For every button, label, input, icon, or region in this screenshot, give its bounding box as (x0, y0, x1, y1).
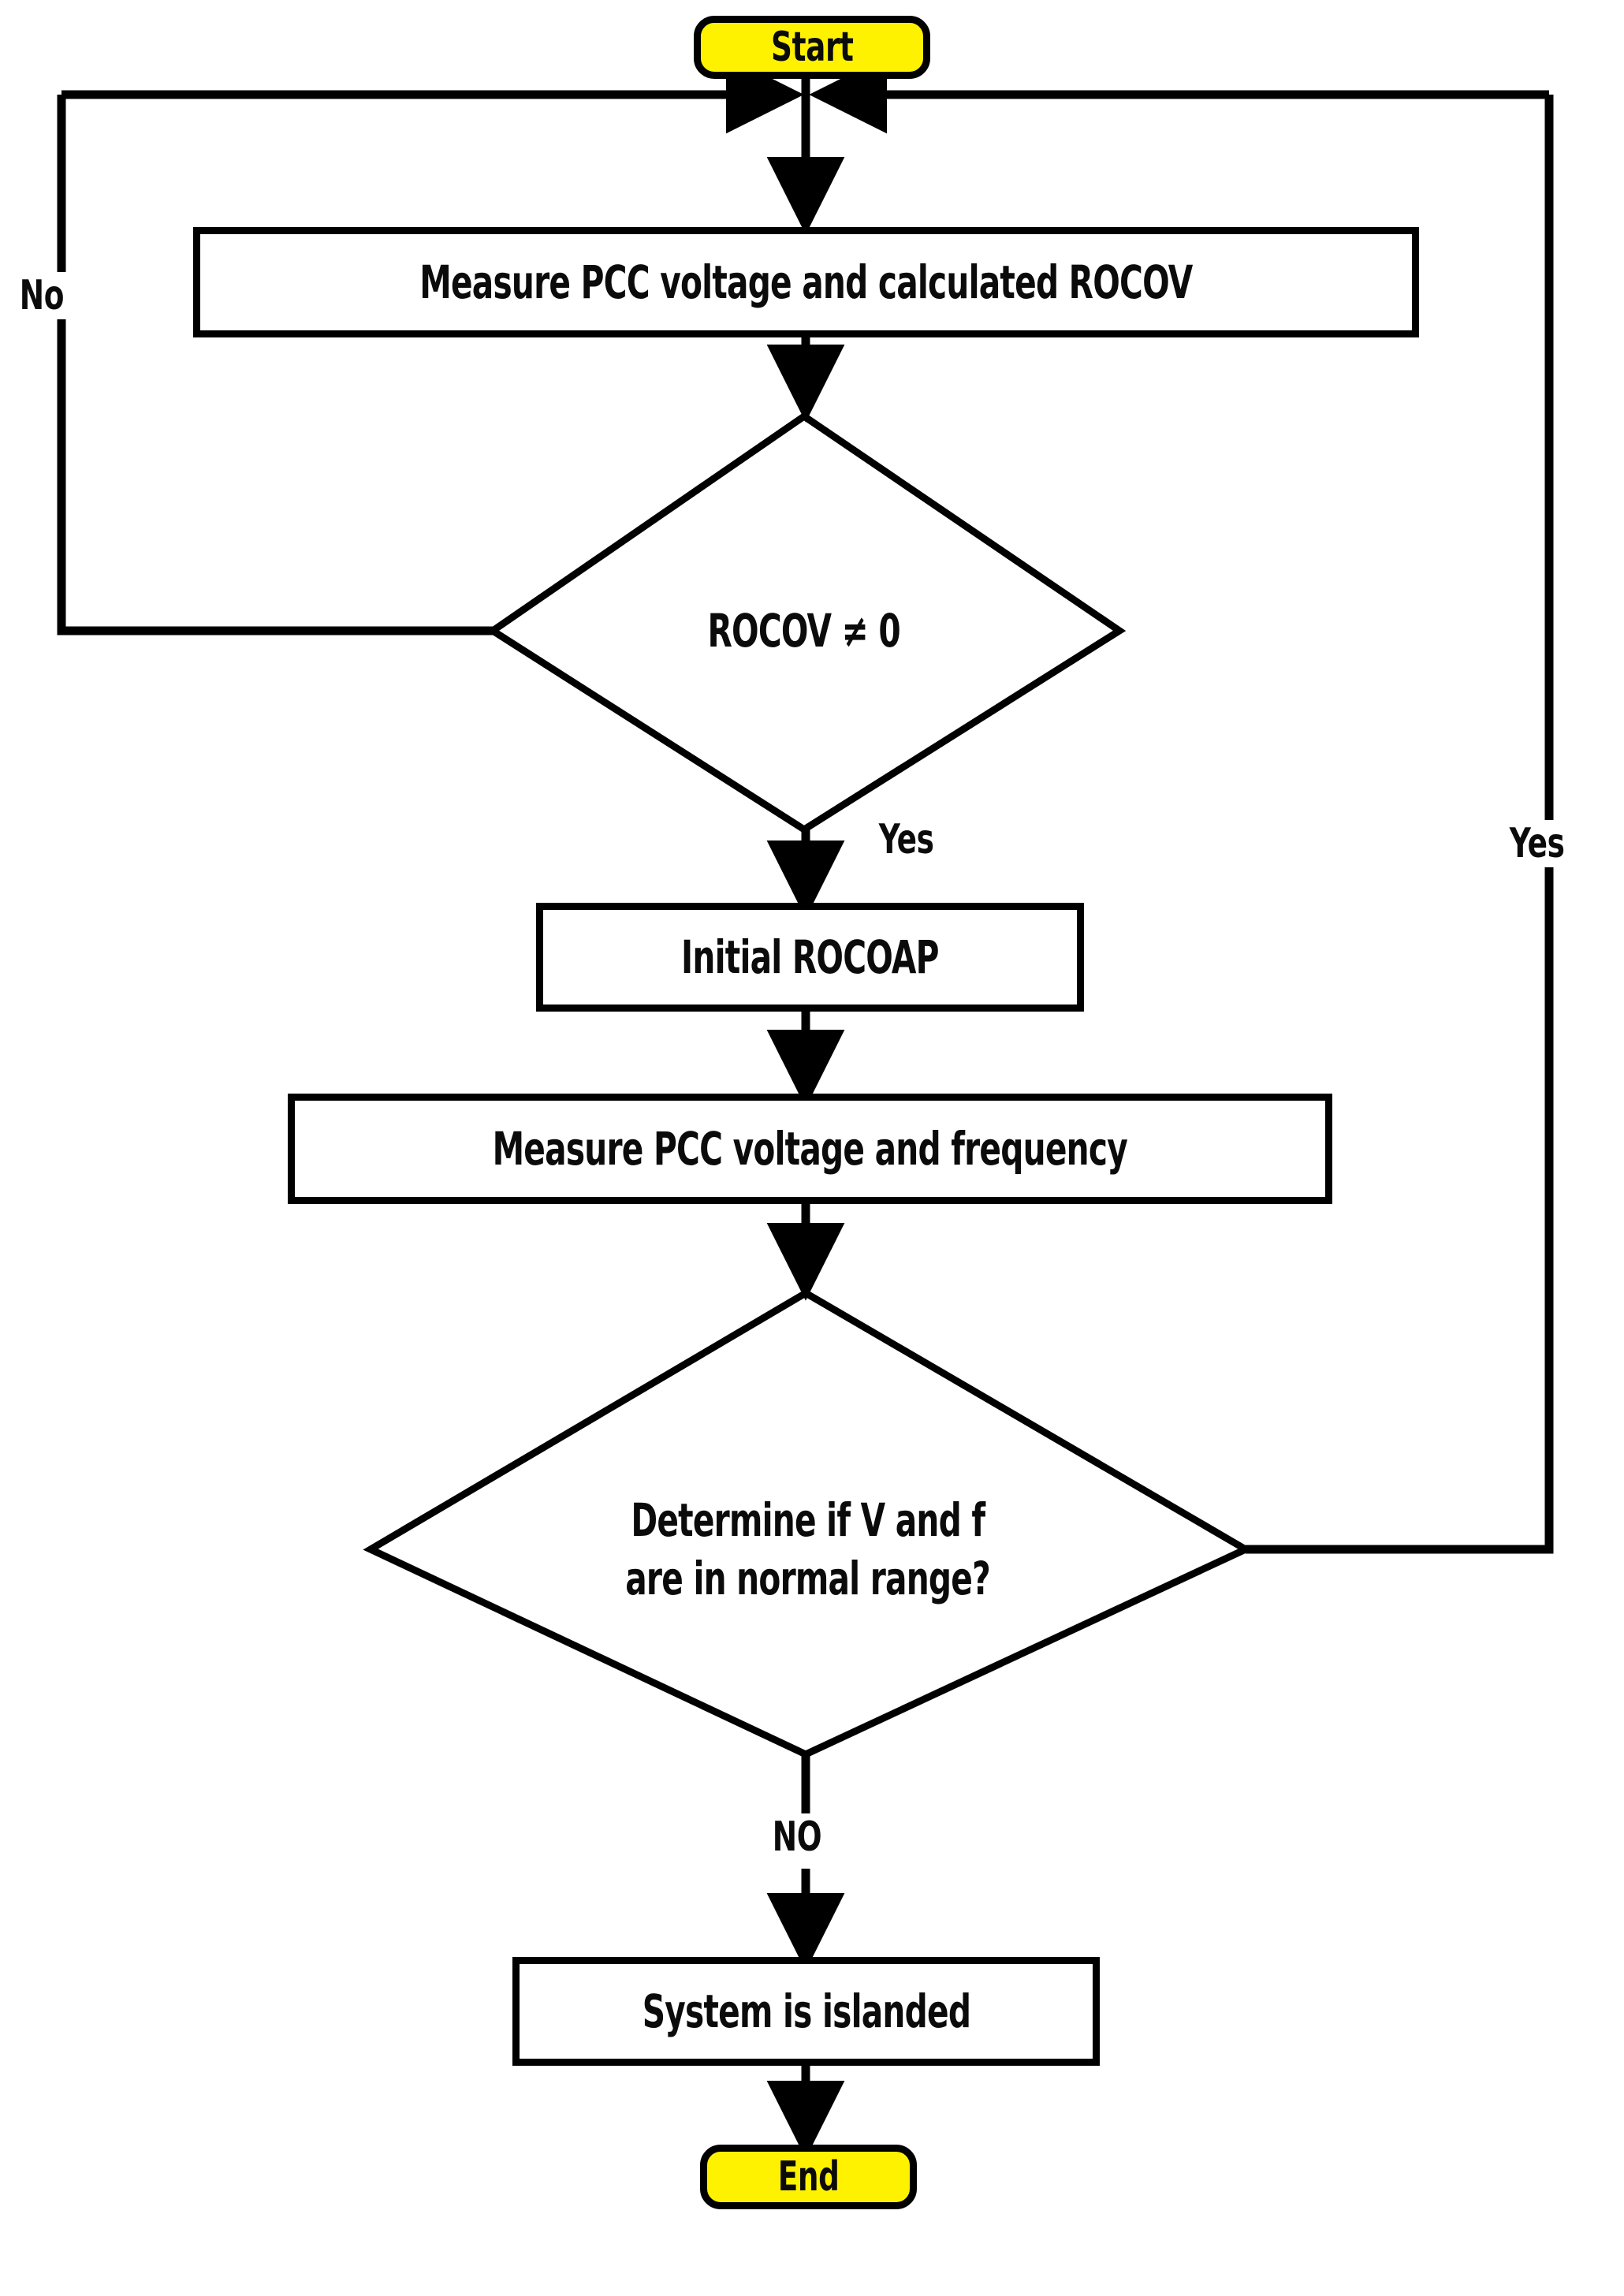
edge-label-decision1-yes: Yes (875, 816, 938, 863)
node-measure-pcc-voltage-rocov[interactable]: Measure PCC voltage and calculated ROCOV (193, 227, 1419, 337)
node-system-is-islanded-label: System is islanded (642, 1985, 970, 2038)
edge-decision1-no-loopback (57, 95, 493, 636)
node-initial-rocoap-label: Initial ROCOAP (681, 930, 939, 984)
edge-label-decision2-yes: Yes (1506, 820, 1569, 867)
edge-label-decision1-no: No (16, 272, 68, 319)
node-measure-pcc-voltage-rocov-label: Measure PCC voltage and calculated ROCOV (419, 255, 1193, 309)
node-start-label: Start (770, 24, 854, 71)
node-end-label: End (777, 2153, 840, 2201)
node-measure-pcc-voltage-frequency-label: Measure PCC voltage and frequency (492, 1122, 1128, 1176)
decision2-diamond (363, 1288, 1253, 1758)
node-system-is-islanded[interactable]: System is islanded (512, 1957, 1100, 2066)
decision1-diamond (486, 412, 1127, 834)
edge-label-decision2-no: NO (769, 1813, 825, 1861)
node-start[interactable]: Start (694, 16, 930, 79)
edge-decision2-yes-loopback (1246, 95, 1554, 1554)
node-end[interactable]: End (700, 2145, 917, 2209)
node-measure-pcc-voltage-frequency[interactable]: Measure PCC voltage and frequency (288, 1094, 1332, 1204)
node-initial-rocoap[interactable]: Initial ROCOAP (536, 903, 1084, 1012)
